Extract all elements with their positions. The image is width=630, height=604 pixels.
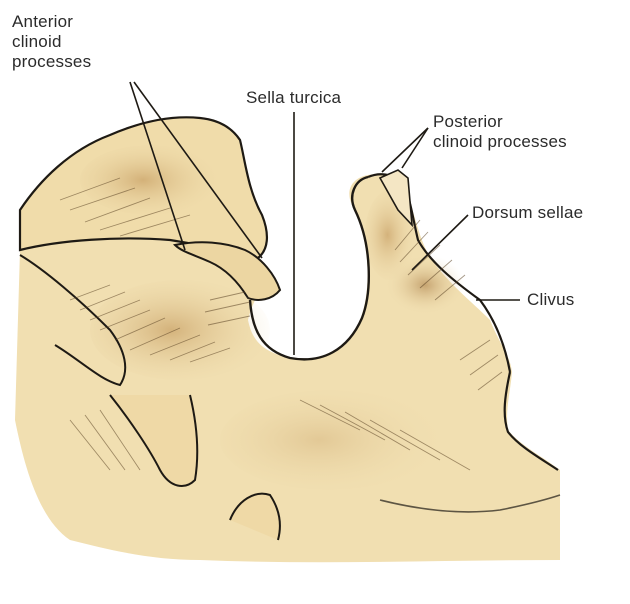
label-anterior-line1: Anterior — [12, 12, 91, 32]
label-dorsum-sellae: Dorsum sellae — [472, 203, 583, 223]
label-sella-turcica: Sella turcica — [246, 88, 341, 108]
label-anterior-line2: clinoid — [12, 32, 91, 52]
label-posterior-line1: Posterior — [433, 112, 567, 132]
label-posterior-clinoid: Posterior clinoid processes — [433, 112, 567, 152]
leader-posterior-2 — [402, 128, 428, 168]
label-clivus: Clivus — [527, 290, 575, 310]
label-anterior-line3: processes — [12, 52, 91, 72]
leader-posterior-1 — [382, 128, 428, 172]
label-posterior-line2: clinoid processes — [433, 132, 567, 152]
label-anterior-clinoid: Anterior clinoid processes — [12, 12, 91, 72]
